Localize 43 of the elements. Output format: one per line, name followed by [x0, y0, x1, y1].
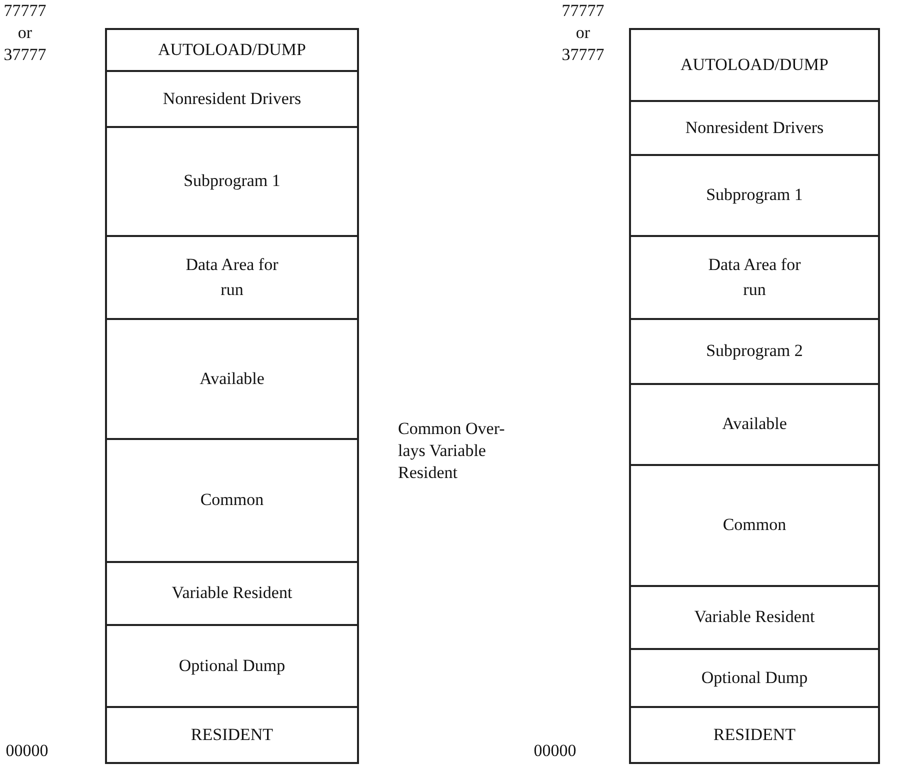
memory-segment — [105, 126, 359, 237]
segment-label: Subprogram 2 — [706, 340, 803, 362]
memory-segment — [105, 70, 359, 128]
memory-segment — [629, 464, 880, 587]
memory-segment — [629, 318, 880, 385]
memory-segment — [105, 561, 359, 626]
segment-label: Common — [200, 489, 264, 512]
memory-segment — [105, 28, 359, 72]
address-label: 00000 — [532, 740, 578, 762]
memory-segment — [105, 624, 359, 708]
segment-label: Data Area for run — [184, 254, 280, 300]
memory-segment — [629, 706, 880, 764]
segment-label: Common — [722, 514, 786, 536]
memory-segment — [629, 648, 880, 708]
segment-label: Variable Resident — [694, 606, 815, 628]
memory-segment — [105, 235, 359, 320]
memory-segment — [629, 235, 880, 320]
memory-segment — [629, 585, 880, 650]
address-label: 77777 or 37777 — [560, 0, 606, 66]
segment-label: Nonresident Drivers — [162, 88, 302, 110]
segment-label: RESIDENT — [190, 724, 274, 746]
memory-segment — [105, 318, 359, 440]
address-label: 00000 — [4, 740, 50, 762]
segment-label: Optional Dump — [178, 654, 286, 677]
segment-label: Nonresident Drivers — [685, 116, 824, 139]
segment-label: AUTOLOAD/DUMP — [158, 38, 306, 61]
segment-label: Subprogram 1 — [706, 184, 803, 206]
note-text: Common Over- lays Variable Resident — [398, 418, 506, 484]
memory-segment — [629, 100, 880, 156]
memory-segment — [105, 706, 359, 764]
segment-label: Subprogram 1 — [184, 170, 280, 192]
segment-label: RESIDENT — [713, 724, 796, 746]
segment-label: Optional Dump — [701, 666, 808, 689]
segment-label: Available — [722, 413, 787, 436]
memory-segment — [629, 28, 880, 102]
memory-segment — [629, 154, 880, 237]
memory-segment — [105, 438, 359, 563]
segment-label: AUTOLOAD/DUMP — [680, 54, 828, 76]
segment-label: Variable Resident — [172, 582, 292, 604]
memory-segment — [629, 383, 880, 466]
segment-label: Data Area for run — [707, 254, 802, 300]
segment-label: Available — [200, 368, 264, 390]
address-label: 77777 or 37777 — [2, 0, 48, 66]
